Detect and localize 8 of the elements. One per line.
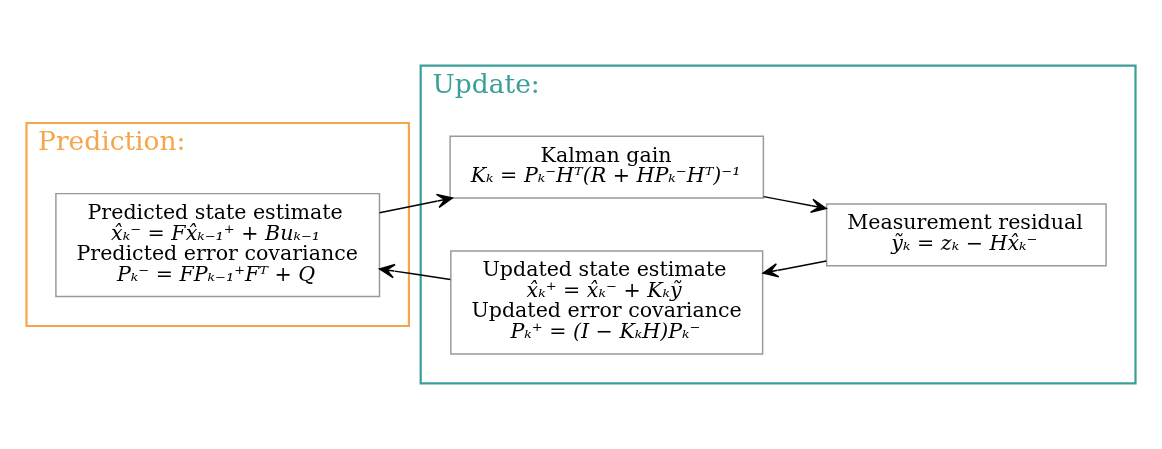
node-box: Kalman gain Kₖ = Pₖ⁻Hᵀ(R + HPₖ⁻Hᵀ)⁻¹: [449, 135, 765, 199]
node-box: Updated state estimate x̂ₖ⁺ = x̂ₖ⁻ + Kₖỹ Updated error covariance Pₖ⁺ = (I − KₖH)Pₖ⁻: [450, 250, 764, 355]
node-box: Predicted state estimate x̂ₖ⁻ = Fx̂ₖ₋₁⁺ + Buₖ₋₁ Predicted error covariance Pₖ⁻ = FPₖ₋₁⁺Fᵀ + Q: [55, 192, 381, 298]
node-box: Measurement residual ỹₖ = zₖ − Hx̂ₖ⁻: [825, 203, 1107, 267]
arrow: [378, 193, 453, 214]
arrow: [378, 263, 452, 281]
arrow: [762, 260, 828, 278]
arrow: [762, 195, 827, 213]
